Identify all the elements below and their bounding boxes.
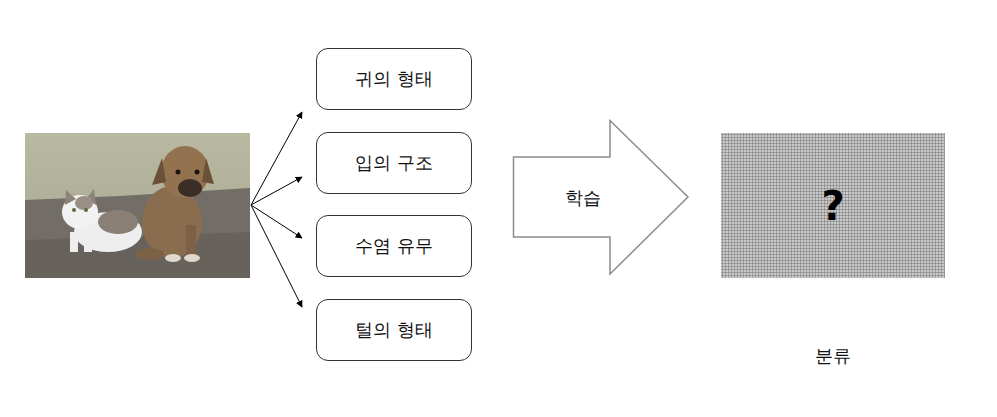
block-arrow: 학습 bbox=[513, 120, 689, 275]
label-text: 수염 유무 bbox=[355, 235, 433, 257]
result-panel: ?분류 bbox=[721, 133, 945, 278]
feature-box: 귀의 형태 bbox=[316, 48, 472, 110]
label-text: 입의 구조 bbox=[355, 152, 433, 174]
label-text: 학습 bbox=[565, 187, 601, 209]
label-text: 분류 bbox=[815, 345, 851, 367]
photo bbox=[25, 133, 250, 278]
label-text: 털의 형태 bbox=[355, 319, 433, 341]
arrow-outline bbox=[513, 120, 689, 275]
feature-box: 털의 형태 bbox=[316, 299, 472, 361]
label-text: 귀의 형태 bbox=[355, 68, 433, 90]
label-text: ? bbox=[821, 182, 844, 230]
feature-box: 수염 유무 bbox=[316, 215, 472, 277]
feature-box: 입의 구조 bbox=[316, 132, 472, 194]
fan-arrows bbox=[251, 112, 302, 307]
